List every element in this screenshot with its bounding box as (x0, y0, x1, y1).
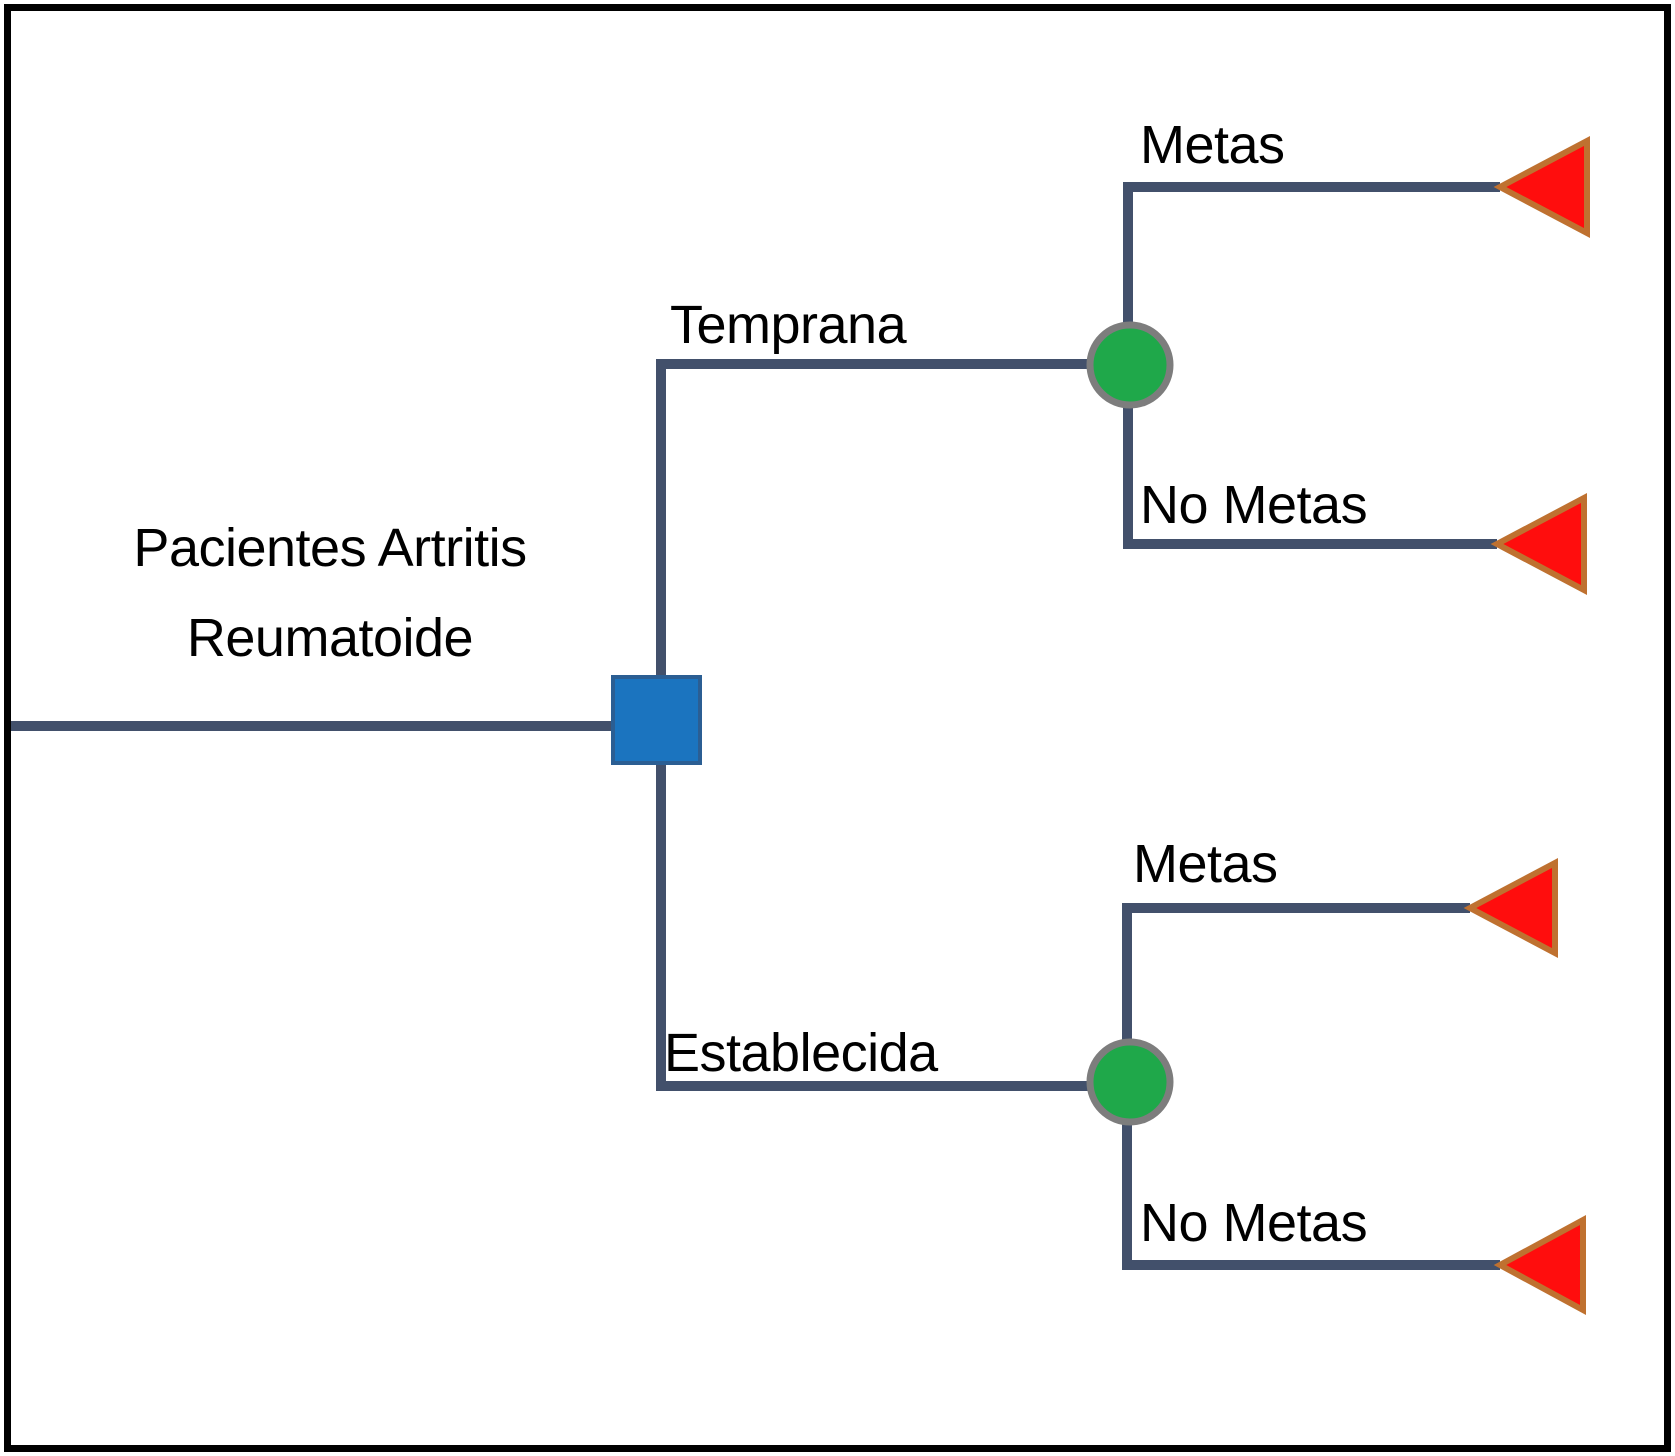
branch-label-temprana-metas: Metas (1140, 115, 1285, 175)
branch-label-temprana-no-metas: No Metas (1140, 475, 1368, 535)
branch-label-establecida: Establecida (664, 1023, 938, 1083)
branch-label-establecida-metas: Metas (1133, 834, 1278, 894)
establecida-no-metas-branch-line (1122, 1082, 1500, 1270)
branch-label-temprana: Temprana (670, 295, 907, 355)
establecida-metas-branch-line (1122, 903, 1470, 1082)
branch-label-establecida-no-metas: No Metas (1140, 1193, 1368, 1253)
establecida-branch-line (656, 722, 1130, 1091)
root-label-line-1: Pacientes Artritis (133, 518, 527, 578)
terminal-triangle-temprana-metas (1493, 136, 1590, 238)
temprana-branch-line (656, 359, 1130, 722)
terminal-triangle-establecida-metas (1463, 858, 1558, 958)
temprana-no-metas-branch-line (1123, 365, 1497, 549)
root-node-label: Pacientes Artritis Reumatoide (100, 503, 560, 683)
temprana-metas-branch-line (1123, 182, 1500, 365)
chance-node-circle-establecida (1086, 1038, 1174, 1126)
root-label-line-2: Reumatoide (186, 608, 474, 668)
chance-node-circle-temprana (1086, 321, 1174, 409)
terminal-triangle-establecida-no-metas (1493, 1214, 1586, 1316)
terminal-triangle-temprana-no-metas (1490, 493, 1587, 595)
decision-node-square (611, 675, 702, 765)
